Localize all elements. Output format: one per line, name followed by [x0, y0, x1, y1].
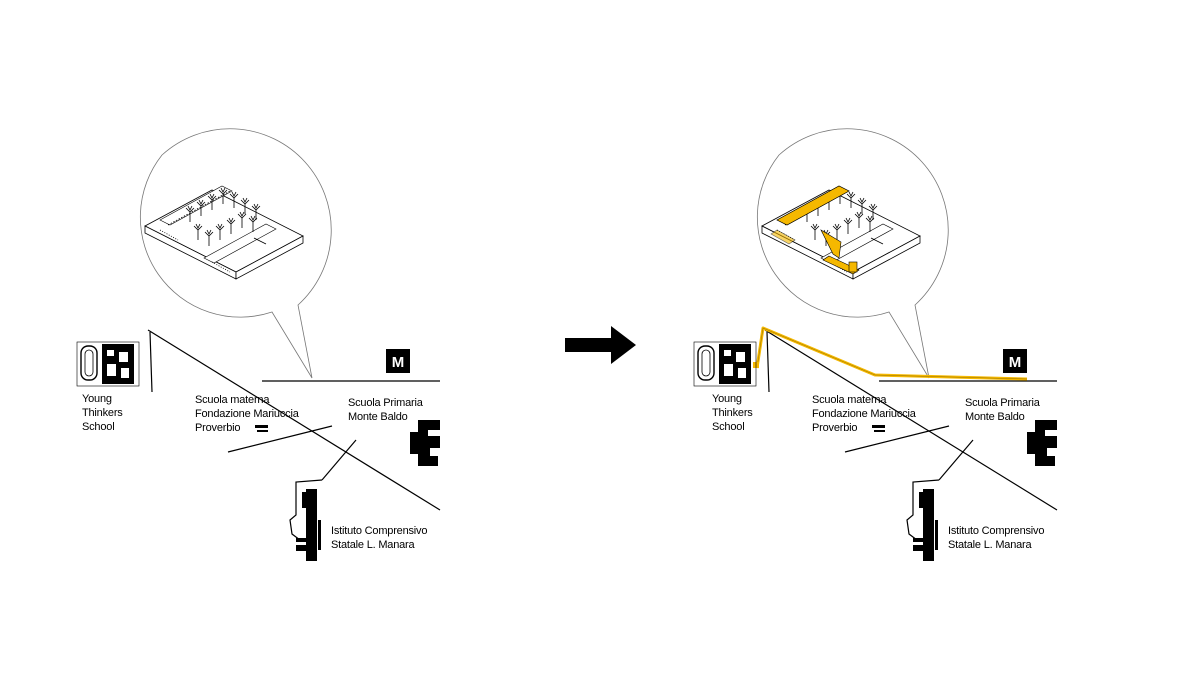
- left-panel: M Young Thinkers School Scuola materna F…: [76, 128, 441, 561]
- primaria-building: [410, 420, 440, 466]
- label-scuola-primaria-after: Scuola Primaria Monte Baldo: [965, 397, 1043, 423]
- materna-building-after: [872, 425, 885, 432]
- young-thinkers-building: [76, 341, 140, 387]
- label-young-thinkers-after: Young Thinkers School: [712, 393, 755, 433]
- right-panel: M Young Thinkers School Scuola materna F…: [693, 128, 1058, 561]
- label-scuola-materna: Scuola materna Fondazione Mariuccia Prov…: [195, 394, 301, 434]
- svg-text:M: M: [392, 354, 405, 371]
- istituto-building-after: [913, 489, 938, 561]
- label-istituto: Istituto Comprensivo Statale L. Manara: [331, 525, 430, 551]
- istituto-building: [296, 489, 321, 561]
- highlighted-block-path: [770, 185, 860, 275]
- label-scuola-materna-after: Scuola materna Fondazione Mariuccia Prov…: [812, 394, 918, 434]
- right-arrow-icon: [565, 326, 636, 364]
- metro-station-icon-after: M: [1003, 349, 1027, 373]
- primaria-building-after: [1027, 420, 1057, 466]
- metro-station-icon: M: [386, 349, 410, 373]
- label-istituto-after: Istituto Comprensivo Statale L. Manara: [948, 525, 1047, 551]
- label-young-thinkers: Young Thinkers School: [82, 393, 125, 433]
- materna-building: [255, 425, 268, 432]
- highlighted-route: [755, 326, 1028, 381]
- svg-text:M: M: [1009, 354, 1022, 371]
- label-scuola-primaria: Scuola Primaria Monte Baldo: [348, 397, 426, 423]
- young-thinkers-building-after: [693, 341, 757, 387]
